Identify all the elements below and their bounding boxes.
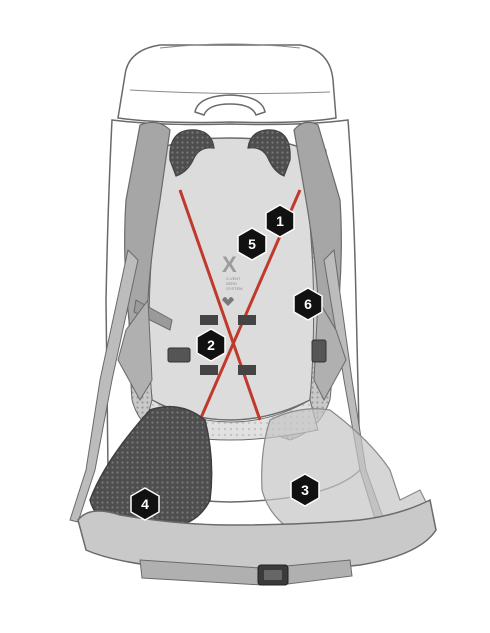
brand-paw-icon — [222, 297, 234, 306]
rod-clip — [238, 315, 256, 325]
shoulder-strap-lower-left — [117, 298, 153, 402]
shoulder-strap-left — [124, 121, 171, 332]
sternum-buckle-left — [167, 347, 191, 363]
badge-label-2: 2 — [207, 337, 215, 353]
strap-buckle-right — [311, 339, 327, 363]
rod-clip — [238, 365, 256, 375]
logo-line-3: SYSTEM — [226, 286, 242, 291]
badge-label-1: 1 — [276, 213, 284, 229]
back-panel-logo: X X-VENT ZERO SYSTEM — [222, 252, 242, 306]
logo-line-1: X-VENT — [226, 276, 241, 281]
logo-line-2: ZERO — [226, 281, 237, 286]
badge-2: 2 — [196, 328, 226, 362]
logo-mark: X — [222, 252, 237, 277]
shoulder-pad-left — [169, 129, 215, 177]
badge-label-4: 4 — [141, 496, 149, 512]
top-lid-seam — [129, 89, 331, 95]
top-lid — [117, 44, 337, 124]
tension-rod — [178, 189, 262, 421]
shoulder-pad-right — [247, 129, 291, 177]
badge-label-5: 5 — [248, 236, 256, 252]
hip-fin-left — [89, 405, 213, 531]
badge-label-6: 6 — [304, 296, 312, 312]
badge-label-3: 3 — [301, 482, 309, 498]
badge-6: 6 — [293, 287, 323, 321]
rod-clip — [200, 365, 218, 375]
badge-1: 1 — [265, 204, 295, 238]
rod-clip — [200, 315, 218, 325]
badge-3: 3 — [290, 473, 320, 507]
haul-loop — [194, 94, 266, 116]
badge-4: 4 — [130, 487, 160, 521]
top-lid-seam — [159, 43, 301, 49]
hip-belt-buckle-slot — [264, 570, 282, 580]
badge-5: 5 — [237, 227, 267, 261]
